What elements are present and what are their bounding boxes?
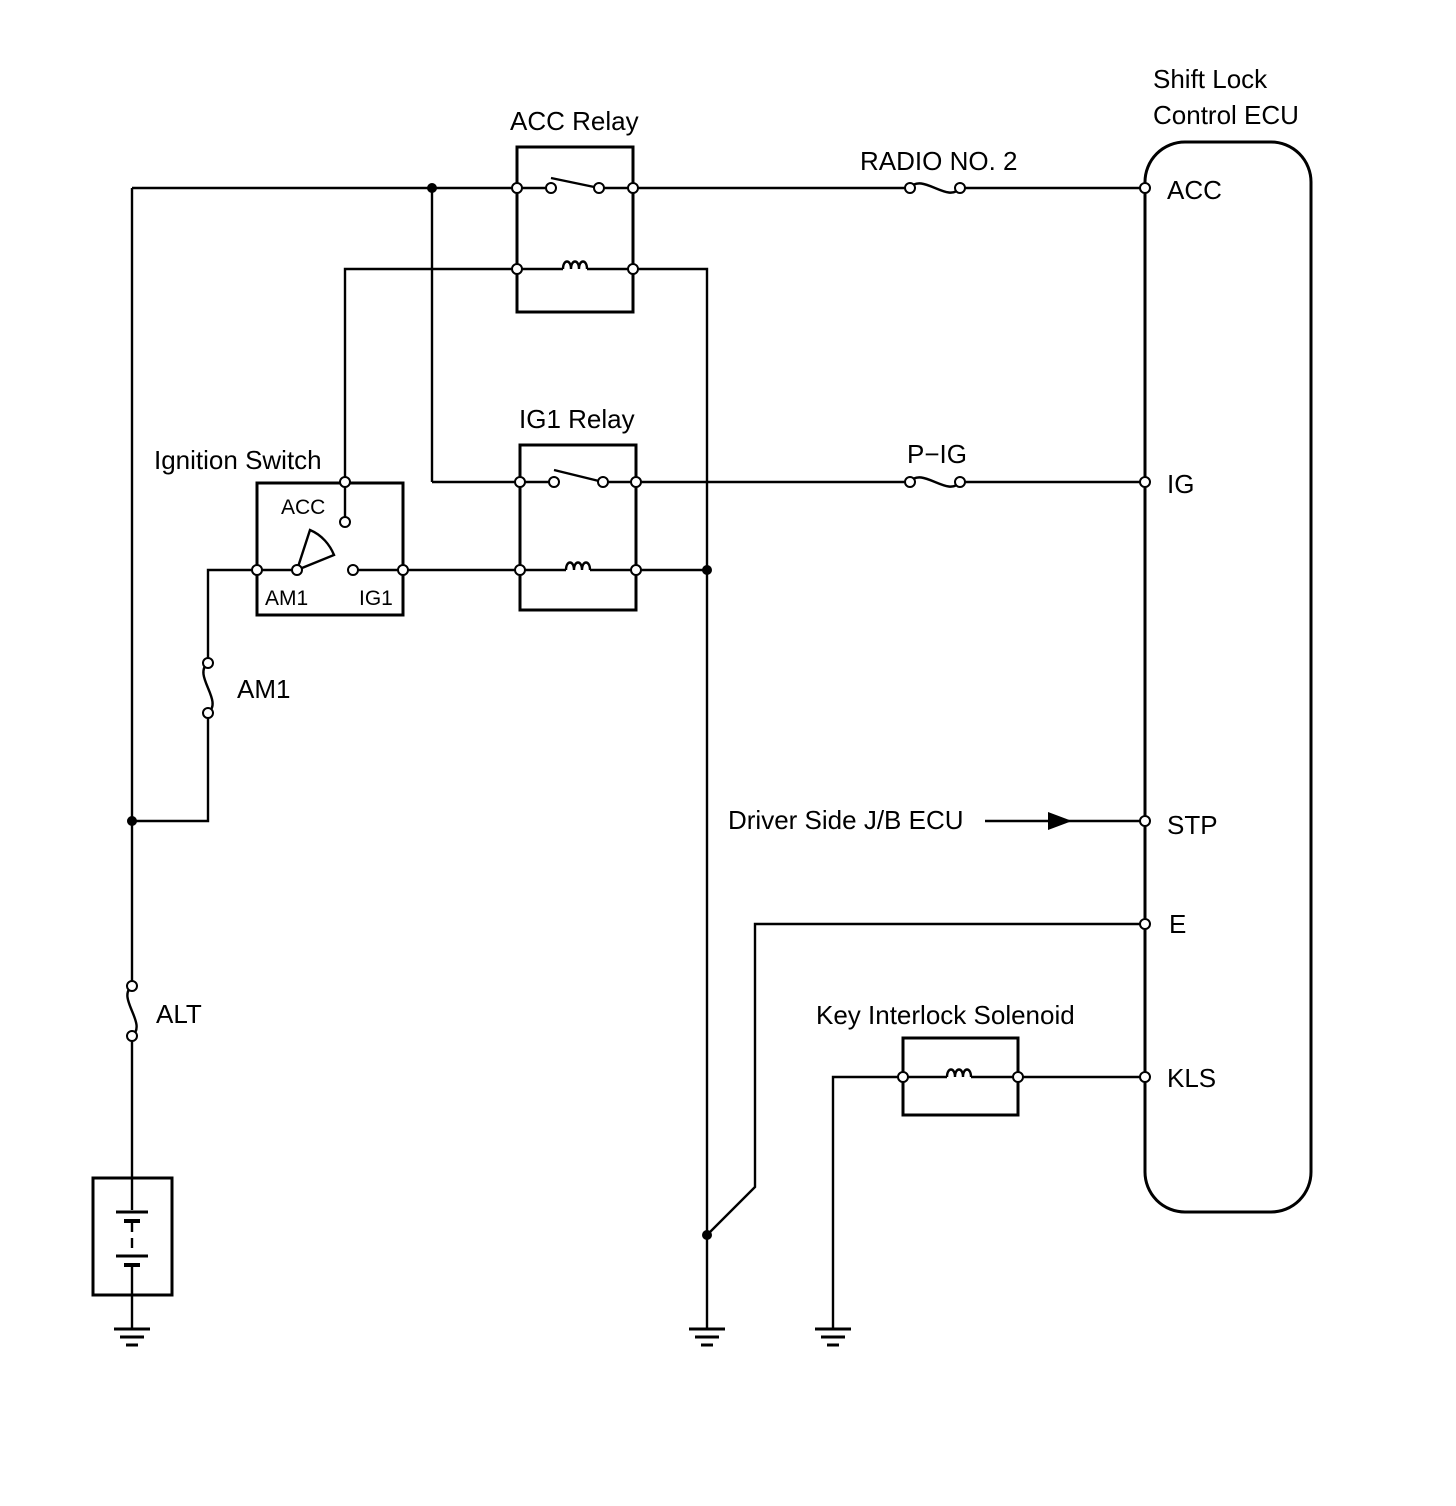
ecu-terminal-ig: IG — [1167, 469, 1194, 499]
fuse-am1-label: AM1 — [237, 674, 290, 704]
ecu-terminal-e: E — [1169, 909, 1186, 939]
ecu-terminal-acc: ACC — [1167, 175, 1222, 205]
fuse-pig-label: P−IG — [907, 439, 967, 469]
fuse-radio-no2: RADIO NO. 2 — [860, 146, 1017, 194]
ecu-terminal-stp: STP — [1167, 810, 1218, 840]
acc-relay: ACC Relay — [510, 106, 639, 314]
arrow-right-icon — [1048, 812, 1072, 830]
ignition-switch-ig1-label: IG1 — [359, 587, 393, 610]
fuse-am1: AM1 — [202, 657, 290, 719]
ig1-relay-label: IG1 Relay — [519, 404, 635, 434]
solenoid-label: Key Interlock Solenoid — [816, 1000, 1075, 1030]
junctions — [127, 183, 712, 1240]
ignition-switch-am1-label: AM1 — [265, 587, 308, 610]
battery-icon — [91, 1176, 174, 1297]
key-interlock-solenoid: Key Interlock Solenoid — [816, 1000, 1075, 1117]
ground-icon — [689, 1327, 725, 1347]
wires — [130, 186, 1145, 1328]
fuse-alt: ALT — [126, 980, 202, 1042]
jb-ecu-input: Driver Side J/B ECU — [728, 805, 1072, 835]
ecu-title-line1: Shift Lock — [1153, 64, 1268, 94]
ignition-switch: Ignition Switch ACC AM1 IG1 — [154, 445, 409, 617]
ground-icon — [114, 1327, 150, 1347]
ground-icon — [815, 1327, 851, 1347]
jb-ecu-label: Driver Side J/B ECU — [728, 805, 964, 835]
fuse-alt-label: ALT — [156, 999, 202, 1029]
ignition-switch-label: Ignition Switch — [154, 445, 322, 475]
shift-lock-control-ecu: Shift Lock Control ECU ACC IG STP E KLS — [1143, 64, 1313, 1214]
ecu-terminal-kls: KLS — [1167, 1063, 1216, 1093]
fuse-p-ig: P−IG — [904, 439, 967, 488]
acc-relay-label: ACC Relay — [510, 106, 639, 136]
ig1-relay: IG1 Relay — [514, 404, 642, 612]
fuse-radio-label: RADIO NO. 2 — [860, 146, 1017, 176]
ecu-title-line2: Control ECU — [1153, 100, 1299, 130]
ecu-terminal-markers — [1139, 182, 1151, 1083]
ignition-switch-acc-label: ACC — [281, 496, 325, 519]
